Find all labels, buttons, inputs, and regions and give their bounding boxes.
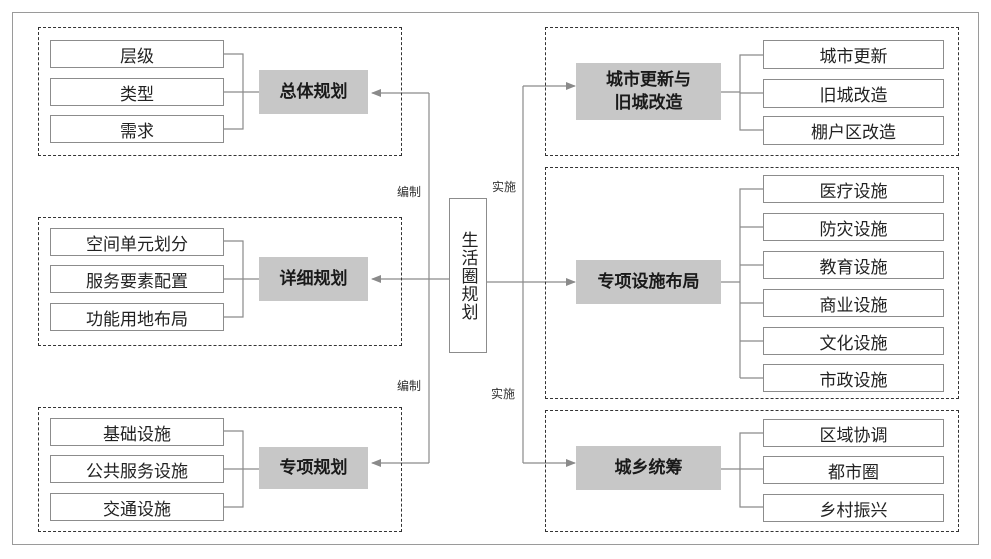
list-item: 功能用地布局 <box>50 303 224 331</box>
bracket-urban-rural <box>721 432 763 508</box>
center-node: 生活圈规划 <box>449 198 487 353</box>
edge-label-compile-top: 编制 <box>397 185 422 199</box>
list-item: 类型 <box>50 78 224 106</box>
hub-detailed-plan: 详细规划 <box>259 257 368 301</box>
list-item: 需求 <box>50 115 224 143</box>
list-item: 层级 <box>50 40 224 68</box>
bracket-detailed-plan <box>224 240 259 318</box>
list-item: 医疗设施 <box>763 175 944 203</box>
bracket-special-facilities <box>721 188 763 379</box>
list-item: 服务要素配置 <box>50 265 224 293</box>
list-item: 公共服务设施 <box>50 455 224 483</box>
hub-line: 旧城改造 <box>614 92 683 113</box>
bracket-special-plan <box>224 430 259 508</box>
edge-label-implement-top: 实施 <box>492 180 517 194</box>
list-item: 城市更新 <box>763 40 944 69</box>
list-item: 文化设施 <box>763 327 944 355</box>
center-label: 生活圈规划 <box>457 230 478 321</box>
hub-line: 城市更新与 <box>606 70 691 91</box>
bracket-general-plan <box>224 53 259 130</box>
hub-urban-rural: 城乡统筹 <box>576 446 721 490</box>
group-general-plan <box>38 27 402 156</box>
list-item: 基础设施 <box>50 418 224 446</box>
list-item: 棚户区改造 <box>763 116 944 145</box>
group-urban-rural <box>545 410 959 532</box>
center-left-trunk <box>428 93 449 463</box>
hub-urban-renewal: 城市更新与 旧城改造 <box>576 63 721 120</box>
list-item: 乡村振兴 <box>763 494 944 522</box>
bracket-urban-renewal <box>721 54 763 131</box>
list-item: 商业设施 <box>763 289 944 317</box>
group-special-plan <box>38 407 402 532</box>
edge-label-implement-bottom: 实施 <box>491 387 516 401</box>
list-item: 交通设施 <box>50 493 224 521</box>
edge-label-compile-bottom: 编制 <box>397 379 422 393</box>
hub-special-facilities: 专项设施布局 <box>576 260 721 304</box>
list-item: 市政设施 <box>763 364 944 392</box>
list-item: 教育设施 <box>763 251 944 279</box>
center-right-trunk <box>487 86 524 463</box>
group-urban-renewal <box>545 27 959 156</box>
group-detailed-plan <box>38 217 402 346</box>
list-item: 区域协调 <box>763 419 944 447</box>
list-item: 都市圈 <box>763 456 944 484</box>
list-item: 空间单元划分 <box>50 228 224 256</box>
diagram-frame <box>12 12 979 545</box>
hub-general-plan: 总体规划 <box>259 70 368 114</box>
list-item: 防灾设施 <box>763 213 944 241</box>
list-item: 旧城改造 <box>763 79 944 108</box>
hub-special-plan: 专项规划 <box>259 447 368 489</box>
group-special-facilities <box>545 167 959 399</box>
